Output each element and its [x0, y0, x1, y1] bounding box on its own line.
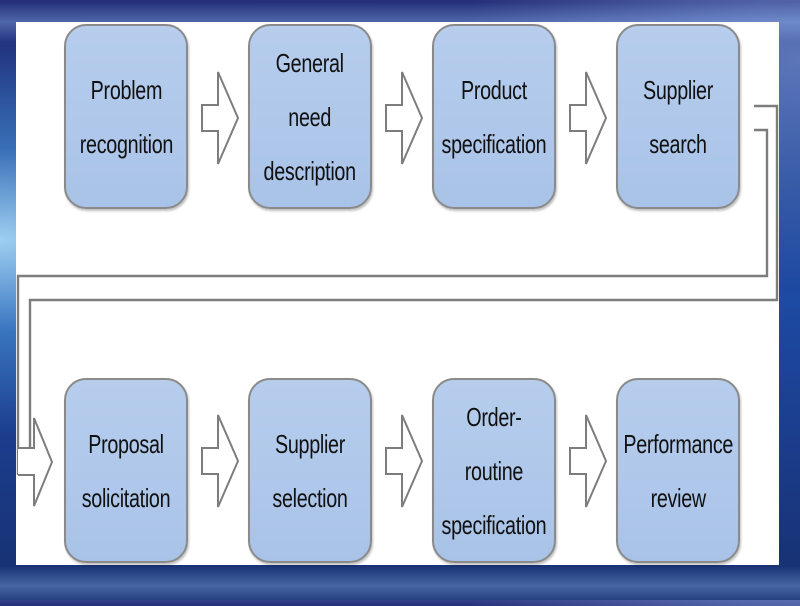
step-label: Proposal solicitation [81, 428, 171, 513]
step-label: General need description [263, 47, 357, 186]
step-label: Supplier selection [272, 428, 348, 513]
step-label: Performance review [623, 428, 733, 513]
flow-arrow-4 [18, 417, 54, 507]
step-label: Problem recognition [79, 74, 173, 159]
step-problem-recognition: Problem recognition [64, 24, 188, 209]
step-supplier-search: Supplier search [616, 24, 740, 209]
step-order-routine-specification: Order-routine specification [432, 378, 556, 563]
wrap-connector-outer [28, 104, 779, 448]
flow-arrow-6 [385, 414, 424, 508]
flow-arrow-5 [201, 414, 240, 508]
wrap-connector-inner [16, 128, 769, 475]
step-performance-review: Performance review [616, 378, 740, 563]
step-supplier-selection: Supplier selection [248, 378, 372, 563]
flow-arrow-7 [569, 414, 608, 508]
step-label: Order-routine specification [441, 401, 547, 540]
backdrop-wave-bottom [0, 566, 800, 606]
step-label: Supplier search [642, 74, 714, 159]
flow-arrow-1 [201, 71, 240, 165]
step-label: Product specification [441, 74, 547, 159]
flow-arrow-2 [385, 71, 424, 165]
step-product-specification: Product specification [432, 24, 556, 209]
flow-arrow-3 [569, 71, 608, 165]
step-proposal-solicitation: Proposal solicitation [64, 378, 188, 563]
step-general-need-description: General need description [248, 24, 372, 209]
